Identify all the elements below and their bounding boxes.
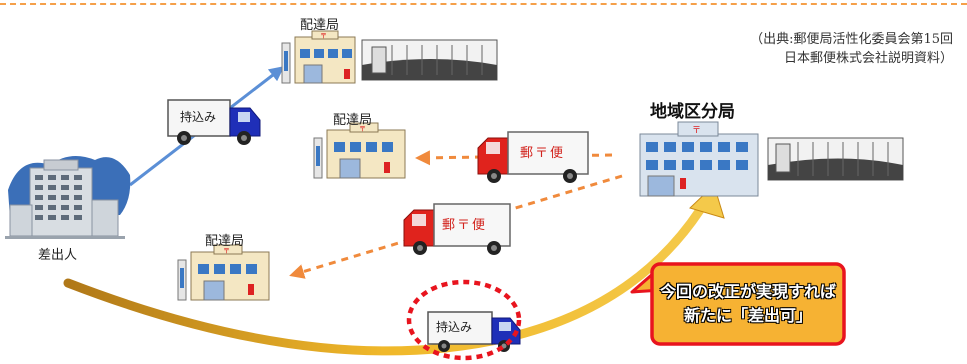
mail-truck-middle-label: 郵〒便 [520, 146, 566, 161]
callout-line1: 今回の改正が実現すれば [659, 282, 836, 301]
source-note-line2: 日本郵便株式会社説明資料） [783, 51, 953, 66]
highlight-circle [406, 279, 522, 361]
sender-building-icon [5, 156, 131, 239]
mail-truck-middle-icon [477, 131, 589, 183]
post-office-bottom-label: 配達局 [205, 234, 245, 249]
callout-bubble [630, 262, 846, 346]
svg-text:〒: 〒 [223, 247, 230, 255]
post-office-top-label: 配達局 [300, 18, 340, 33]
top-dashed-rule [0, 3, 967, 5]
post-office-middle-label: 配達局 [333, 113, 373, 128]
source-note-line1: （出典:郵便局活性化委員会第15回 [750, 32, 953, 47]
carry-in-truck-bottom-label: 持込み [436, 320, 473, 334]
callout-text: 今回の改正が実現すれば 新たに「差出可」 [652, 280, 844, 328]
svg-text:〒: 〒 [692, 126, 701, 136]
gold-route-arrow [63, 184, 725, 356]
carry-in-truck-top-label: 持込み [180, 110, 217, 124]
mail-truck-bottom-label: 郵〒便 [442, 218, 488, 233]
post-office-middle-icon: 〒 [313, 122, 406, 179]
svg-text:〒: 〒 [359, 125, 366, 133]
carry-in-truck-bottom-icon [427, 311, 521, 352]
callout-line2: 新たに「差出可」 [683, 306, 812, 325]
mail-truck-bottom-icon [403, 203, 511, 255]
post-office-bottom-icon: 〒 [177, 244, 270, 301]
svg-text:〒: 〒 [320, 32, 327, 40]
source-note: （出典:郵便局活性化委員会第15回 日本郵便株式会社説明資料） [750, 30, 953, 68]
regional-hub-icon: 〒 [639, 121, 904, 197]
carry-in-truck-top-icon [167, 99, 261, 145]
sender-label: 差出人 [38, 248, 78, 263]
regional-hub-label: 地域区分局 [650, 102, 735, 122]
post-office-top-icon: 〒 [281, 30, 498, 84]
